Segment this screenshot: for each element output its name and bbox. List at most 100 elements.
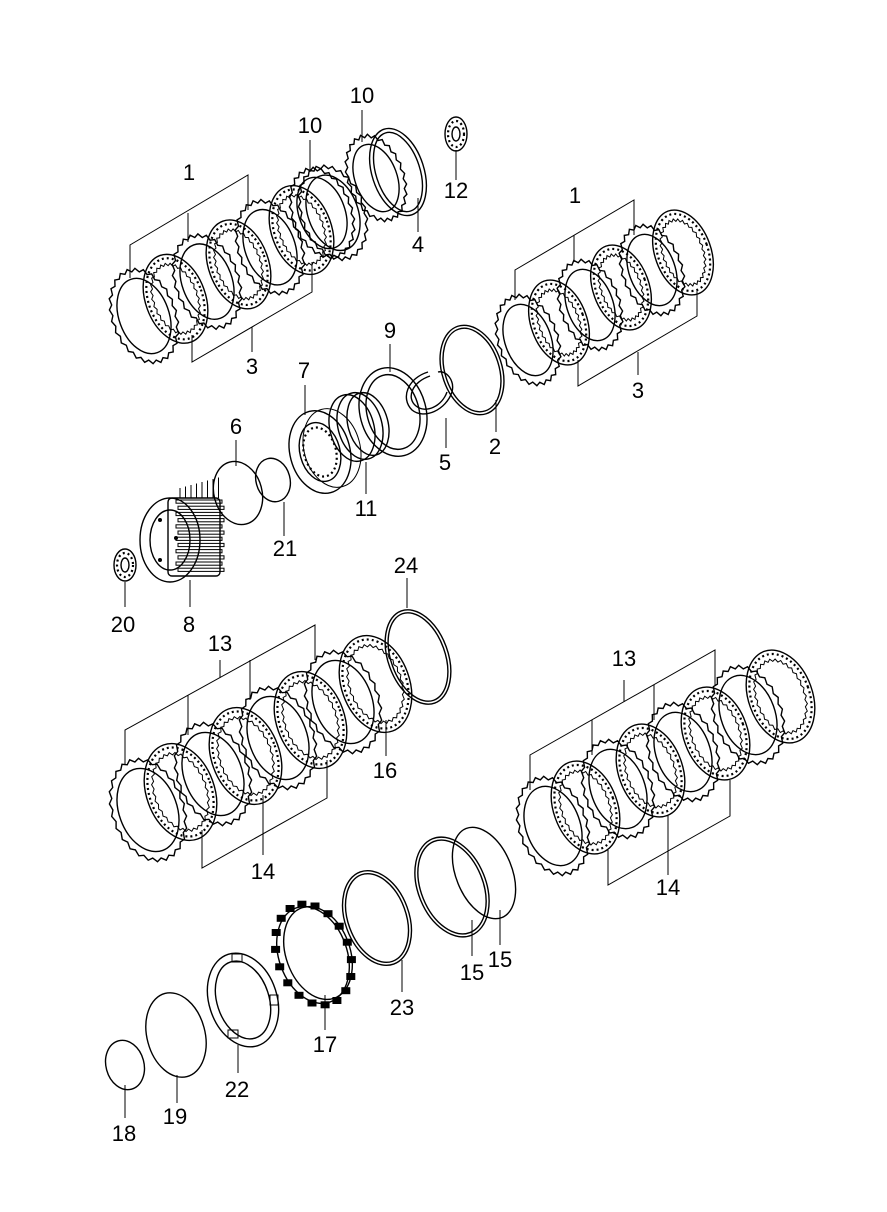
- spring-coil: [275, 963, 285, 971]
- steel-plate: [108, 757, 188, 863]
- callout-22: 22: [225, 1077, 249, 1102]
- piston-9: [358, 367, 428, 457]
- steel-plate: [303, 649, 383, 755]
- spring-coil: [346, 973, 356, 980]
- spring-coil: [294, 991, 304, 999]
- callout-14: 14: [656, 875, 680, 900]
- snap-ring-24: [384, 609, 452, 705]
- spring-coil: [276, 914, 286, 922]
- steel-plate: [173, 721, 253, 827]
- bracket-lines: [124, 110, 731, 1118]
- callout-1: 1: [569, 183, 581, 208]
- snap-ring-2: [439, 324, 505, 416]
- gear-8: [139, 477, 225, 583]
- callout-3: 3: [632, 378, 644, 403]
- steel-plate: [494, 293, 562, 387]
- callout-5: 5: [439, 450, 451, 475]
- steel-plate: [515, 775, 591, 877]
- callout-24: 24: [394, 553, 418, 578]
- callout-21: 21: [273, 536, 297, 561]
- friction-disc: [745, 649, 816, 744]
- callout-4: 4: [412, 232, 424, 257]
- spring-coil: [342, 938, 352, 946]
- snap-ring-15b: [451, 826, 517, 920]
- steel-plate: [556, 258, 624, 352]
- seal-19: [145, 992, 207, 1078]
- spring-coil: [285, 905, 295, 912]
- snap-ring-4: [368, 127, 428, 217]
- callout-16: 16: [373, 758, 397, 783]
- clutch-pack-lower-right: [515, 649, 816, 877]
- callout-15: 15: [460, 960, 484, 985]
- steel-plate: [108, 267, 180, 365]
- steel-plate: [344, 133, 408, 223]
- steel-plate: [710, 664, 786, 766]
- clutch-pack-lower-left: [108, 634, 413, 863]
- friction-disc: [273, 670, 348, 770]
- spring-coil: [323, 910, 333, 918]
- snap-ring-15a: [414, 836, 490, 938]
- callout-6: 6: [230, 414, 242, 439]
- steel-plate: [645, 701, 721, 803]
- seal-18: [104, 1039, 146, 1091]
- callout-11: 11: [355, 496, 378, 521]
- callout-3: 3: [246, 354, 258, 379]
- snap-ring-23: [341, 869, 413, 967]
- callout-18: 18: [112, 1121, 136, 1146]
- friction-disc: [589, 244, 653, 331]
- friction-disc: [338, 634, 413, 734]
- clutch-pack-upper-left: [108, 133, 408, 365]
- callout-10: 10: [298, 113, 322, 138]
- friction-disc: [143, 742, 218, 842]
- friction-disc: [680, 686, 751, 781]
- callout-1: 1: [183, 160, 195, 185]
- ring-21: [254, 457, 292, 503]
- spring-coil: [310, 902, 320, 910]
- callout-7: 7: [298, 358, 310, 383]
- friction-disc: [615, 723, 686, 818]
- callout-9: 9: [384, 318, 396, 343]
- steel-plate: [171, 232, 243, 331]
- spring-coil: [341, 987, 351, 995]
- spring-11: [328, 391, 390, 463]
- steel-plate: [618, 223, 686, 317]
- callout-14: 14: [251, 859, 275, 884]
- callout-10: 10: [350, 83, 374, 108]
- spring-coil: [307, 999, 317, 1007]
- spring-coil: [332, 997, 342, 1004]
- spring-coil: [283, 979, 293, 987]
- callout-labels: 1 10 10 12 4 3 1 3 9 7 6 5 2 11 21 20 8 …: [111, 83, 680, 1146]
- callout-13: 13: [612, 646, 636, 671]
- callout-17: 17: [313, 1032, 337, 1057]
- thrust-washer-20: [113, 548, 137, 582]
- spring-coil: [271, 945, 281, 953]
- piston-22: [206, 952, 280, 1048]
- spring-coil: [271, 929, 281, 936]
- spring-coil: [346, 956, 356, 964]
- callout-15: 15: [488, 947, 512, 972]
- friction-disc: [268, 184, 335, 276]
- hub-7: [288, 408, 362, 495]
- friction-disc: [550, 760, 621, 855]
- spring-coil: [297, 900, 307, 908]
- clutch-pack-upper-right: [494, 209, 715, 387]
- seal-6: [212, 460, 264, 526]
- friction-disc: [205, 219, 272, 310]
- callout-12: 12: [444, 178, 468, 203]
- callout-8: 8: [183, 612, 195, 637]
- spring-retainer-17: [271, 900, 356, 1009]
- callout-2: 2: [489, 434, 501, 459]
- callout-23: 23: [390, 995, 414, 1020]
- steel-plate: [297, 164, 369, 262]
- steel-plate: [288, 166, 356, 260]
- thrust-washer-12: [444, 116, 468, 152]
- snap-ring-5: [405, 371, 454, 415]
- steel-plate: [238, 685, 318, 791]
- spring-coil: [334, 922, 344, 930]
- callout-20: 20: [111, 612, 135, 637]
- callout-13: 13: [208, 631, 232, 656]
- steel-plate: [234, 198, 306, 296]
- steel-plate: [580, 738, 656, 840]
- callout-19: 19: [163, 1104, 187, 1129]
